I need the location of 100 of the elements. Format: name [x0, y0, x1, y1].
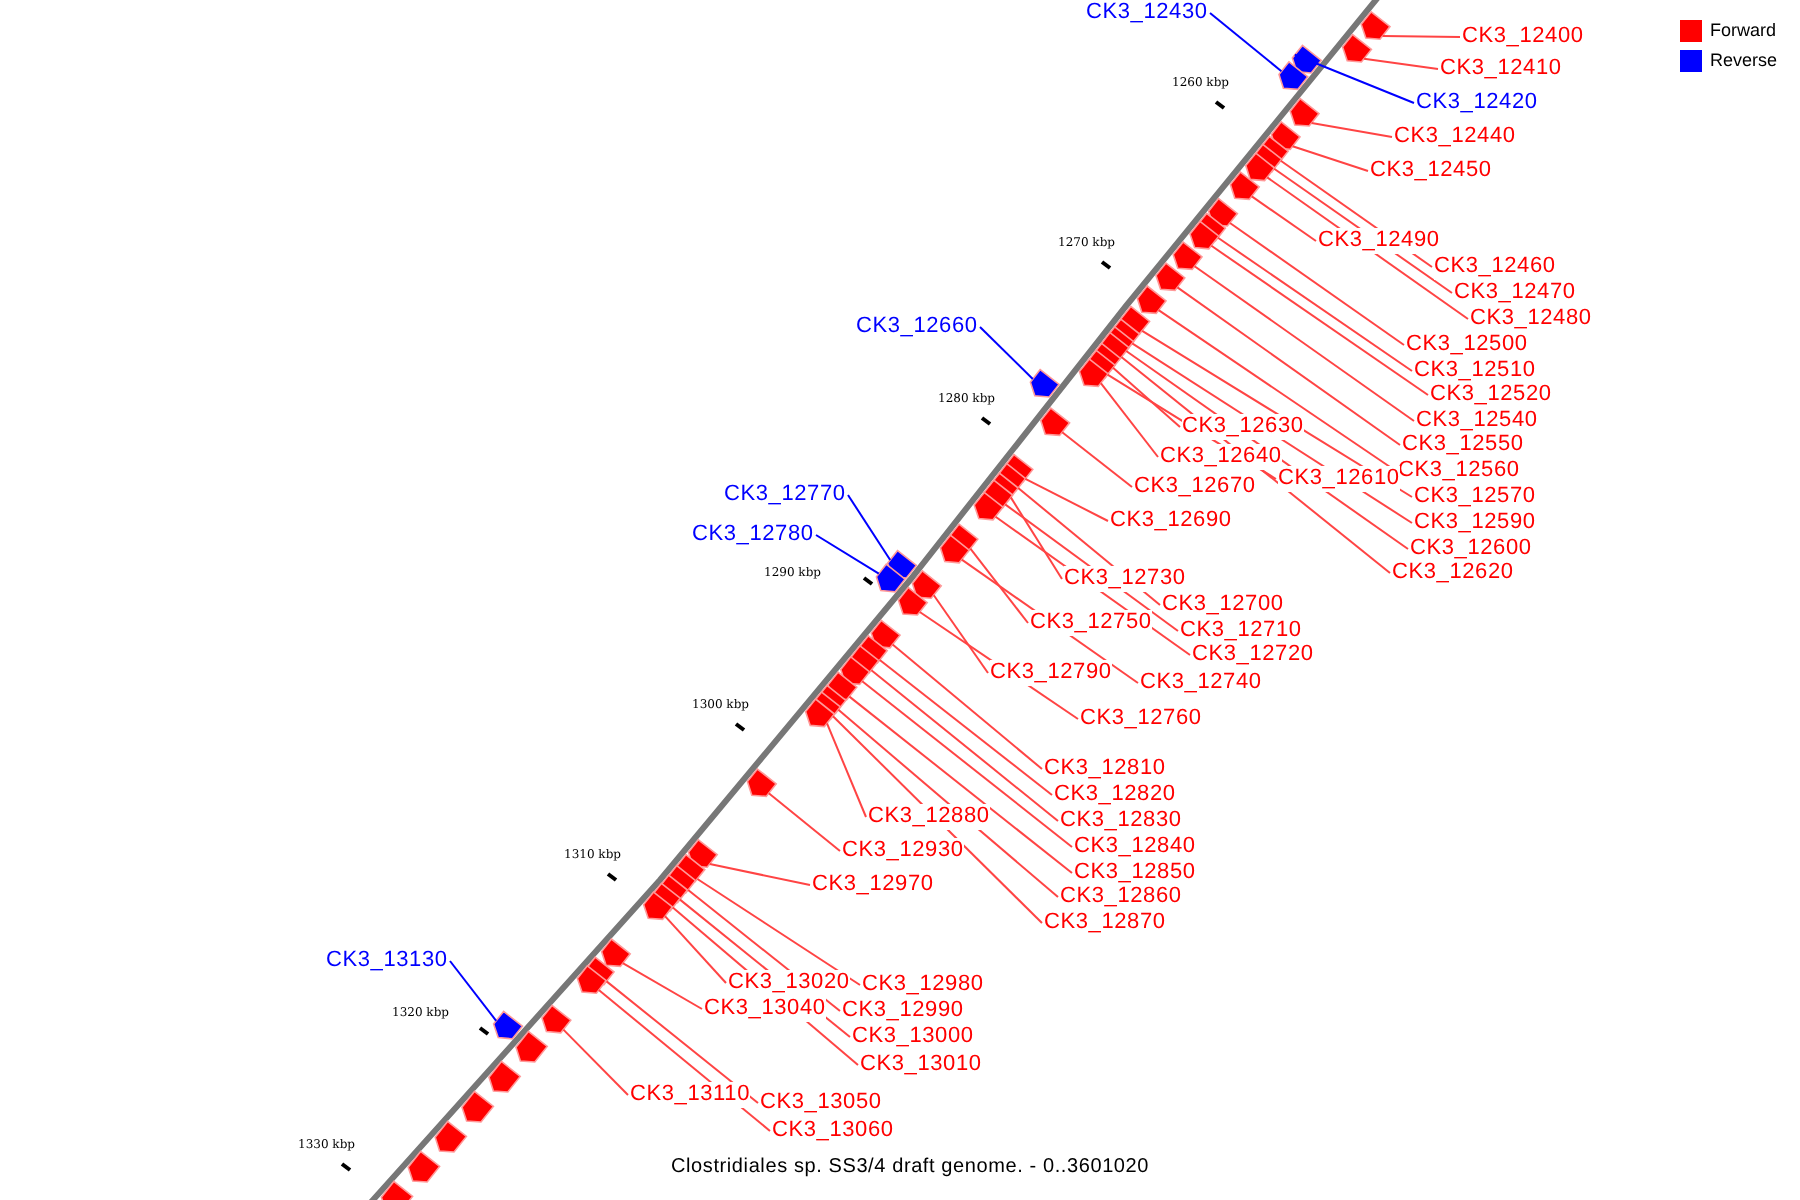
gene-label: CK3_12500 [1406, 332, 1528, 358]
gene-label: CK3_12540 [1416, 408, 1538, 434]
leader-line [605, 980, 759, 1104]
leader-line [1061, 431, 1133, 488]
gene-label: CK3_12870 [1044, 910, 1166, 936]
gene-segment [515, 1030, 549, 1063]
gene-label: CK3_12400 [1462, 24, 1584, 50]
gene-label: CK3_12550 [1402, 432, 1524, 458]
gene-label: CK3_12860 [1060, 884, 1182, 910]
gene-segment [600, 937, 632, 968]
leader-line [870, 669, 1059, 822]
leader-line [891, 643, 1043, 770]
leader-line [1112, 366, 1181, 428]
gene-segment [380, 1180, 414, 1200]
gene-label: CK3_12880 [868, 804, 990, 830]
leader-line [1229, 222, 1405, 346]
leader-line [1381, 35, 1461, 38]
leader-line [1099, 382, 1159, 458]
gene-label: CK3_12420 [1416, 90, 1538, 116]
gene-segment [1229, 170, 1261, 201]
gene-segment [897, 586, 929, 616]
leader-line [1250, 195, 1317, 242]
gene-segment [576, 964, 608, 995]
gene-label: CK3_12670 [1134, 474, 1256, 500]
gene-segment [1172, 240, 1204, 271]
gene-segment [492, 1010, 524, 1040]
gene-label: CK3_12850 [1074, 860, 1196, 886]
leader-line [767, 792, 841, 852]
gene-label: CK3_12830 [1060, 808, 1182, 834]
leader-line [1291, 145, 1369, 172]
leader-line [449, 960, 498, 1022]
gene-segment [642, 890, 674, 921]
gene-segment [839, 655, 871, 686]
leader-line [826, 722, 867, 818]
gene-label: CK3_12450 [1370, 158, 1492, 184]
gene-segment [1029, 368, 1061, 398]
gene-segment [1155, 261, 1186, 292]
gene-segment [870, 619, 902, 649]
gene-segment [434, 1120, 468, 1153]
gene-label: CK3_12760 [1080, 706, 1202, 732]
leader-line [1024, 477, 1109, 522]
leader-line [979, 326, 1034, 380]
gene-label: CK3_12620 [1392, 560, 1514, 586]
gene-label: CK3_12720 [1192, 642, 1314, 668]
leader-line [832, 715, 1043, 924]
gene-label: CK3_12980 [862, 972, 984, 998]
gene-label: CK3_12590 [1414, 510, 1536, 536]
gene-label: CK3_13000 [852, 1024, 974, 1050]
gene-label: CK3_12970 [812, 872, 934, 898]
leader-line [1363, 57, 1439, 70]
gene-label: CK3_12790 [990, 660, 1112, 686]
leader-line [969, 547, 1029, 624]
leader-line [1009, 496, 1063, 580]
gene-label: CK3_12610 [1278, 466, 1400, 492]
gene-segment [1039, 406, 1071, 437]
leader-line [708, 863, 811, 886]
gene-label: CK3_12770 [724, 482, 846, 508]
leader-line [861, 680, 1073, 848]
gene-label: CK3_12510 [1414, 358, 1536, 384]
gene-segment [461, 1090, 495, 1123]
gene-label: CK3_12820 [1054, 782, 1176, 808]
gene-segment [1360, 10, 1392, 41]
leader-line [1193, 265, 1415, 422]
gene-segment [407, 1150, 441, 1183]
gene-label: CK3_12480 [1470, 306, 1592, 332]
leader-line [847, 494, 892, 561]
leader-line [562, 1028, 629, 1096]
gene-segment [939, 534, 971, 564]
gene-label: CK3_12740 [1140, 670, 1262, 696]
gene-segment [746, 767, 778, 798]
gene-label: CK3_13110 [630, 1082, 750, 1108]
leader-line [848, 695, 1073, 874]
leader-line [1209, 12, 1283, 73]
leader-line [815, 534, 880, 575]
gene-label: CK3_13130 [326, 948, 448, 974]
leader-line [1217, 236, 1413, 372]
gene-label: CK3_12440 [1394, 124, 1516, 150]
gene-label: CK3_12470 [1454, 280, 1576, 306]
gene-label: CK3_12660 [856, 314, 978, 340]
gene-label: CK3_12780 [692, 522, 814, 548]
leader-line [878, 659, 1053, 796]
leader-line [932, 594, 989, 674]
leader-line [664, 915, 727, 984]
gene-label: CK3_12990 [842, 998, 964, 1024]
gene-segment [973, 491, 1005, 521]
legend-label: Reverse [1710, 48, 1778, 72]
gene-label: CK3_12490 [1318, 228, 1440, 254]
gene-label: CK3_13040 [704, 996, 826, 1022]
gene-segment [875, 563, 907, 593]
gene-label: CK3_12520 [1430, 382, 1552, 408]
caption: Clostridiales sp. SS3/4 draft genome. - 0..3601020 [671, 1156, 1150, 1180]
gene-label: CK3_12570 [1414, 484, 1536, 510]
gene-label: CK3_13010 [860, 1052, 982, 1078]
gene-segment [1289, 97, 1321, 127]
gene-label: CK3_12730 [1064, 566, 1186, 592]
gene-segment [1136, 284, 1168, 315]
gene-label: CK3_13020 [728, 970, 850, 996]
gene-label: CK3_12640 [1160, 444, 1282, 470]
gene-label: CK3_12630 [1182, 414, 1304, 440]
leader-line [1176, 286, 1401, 446]
